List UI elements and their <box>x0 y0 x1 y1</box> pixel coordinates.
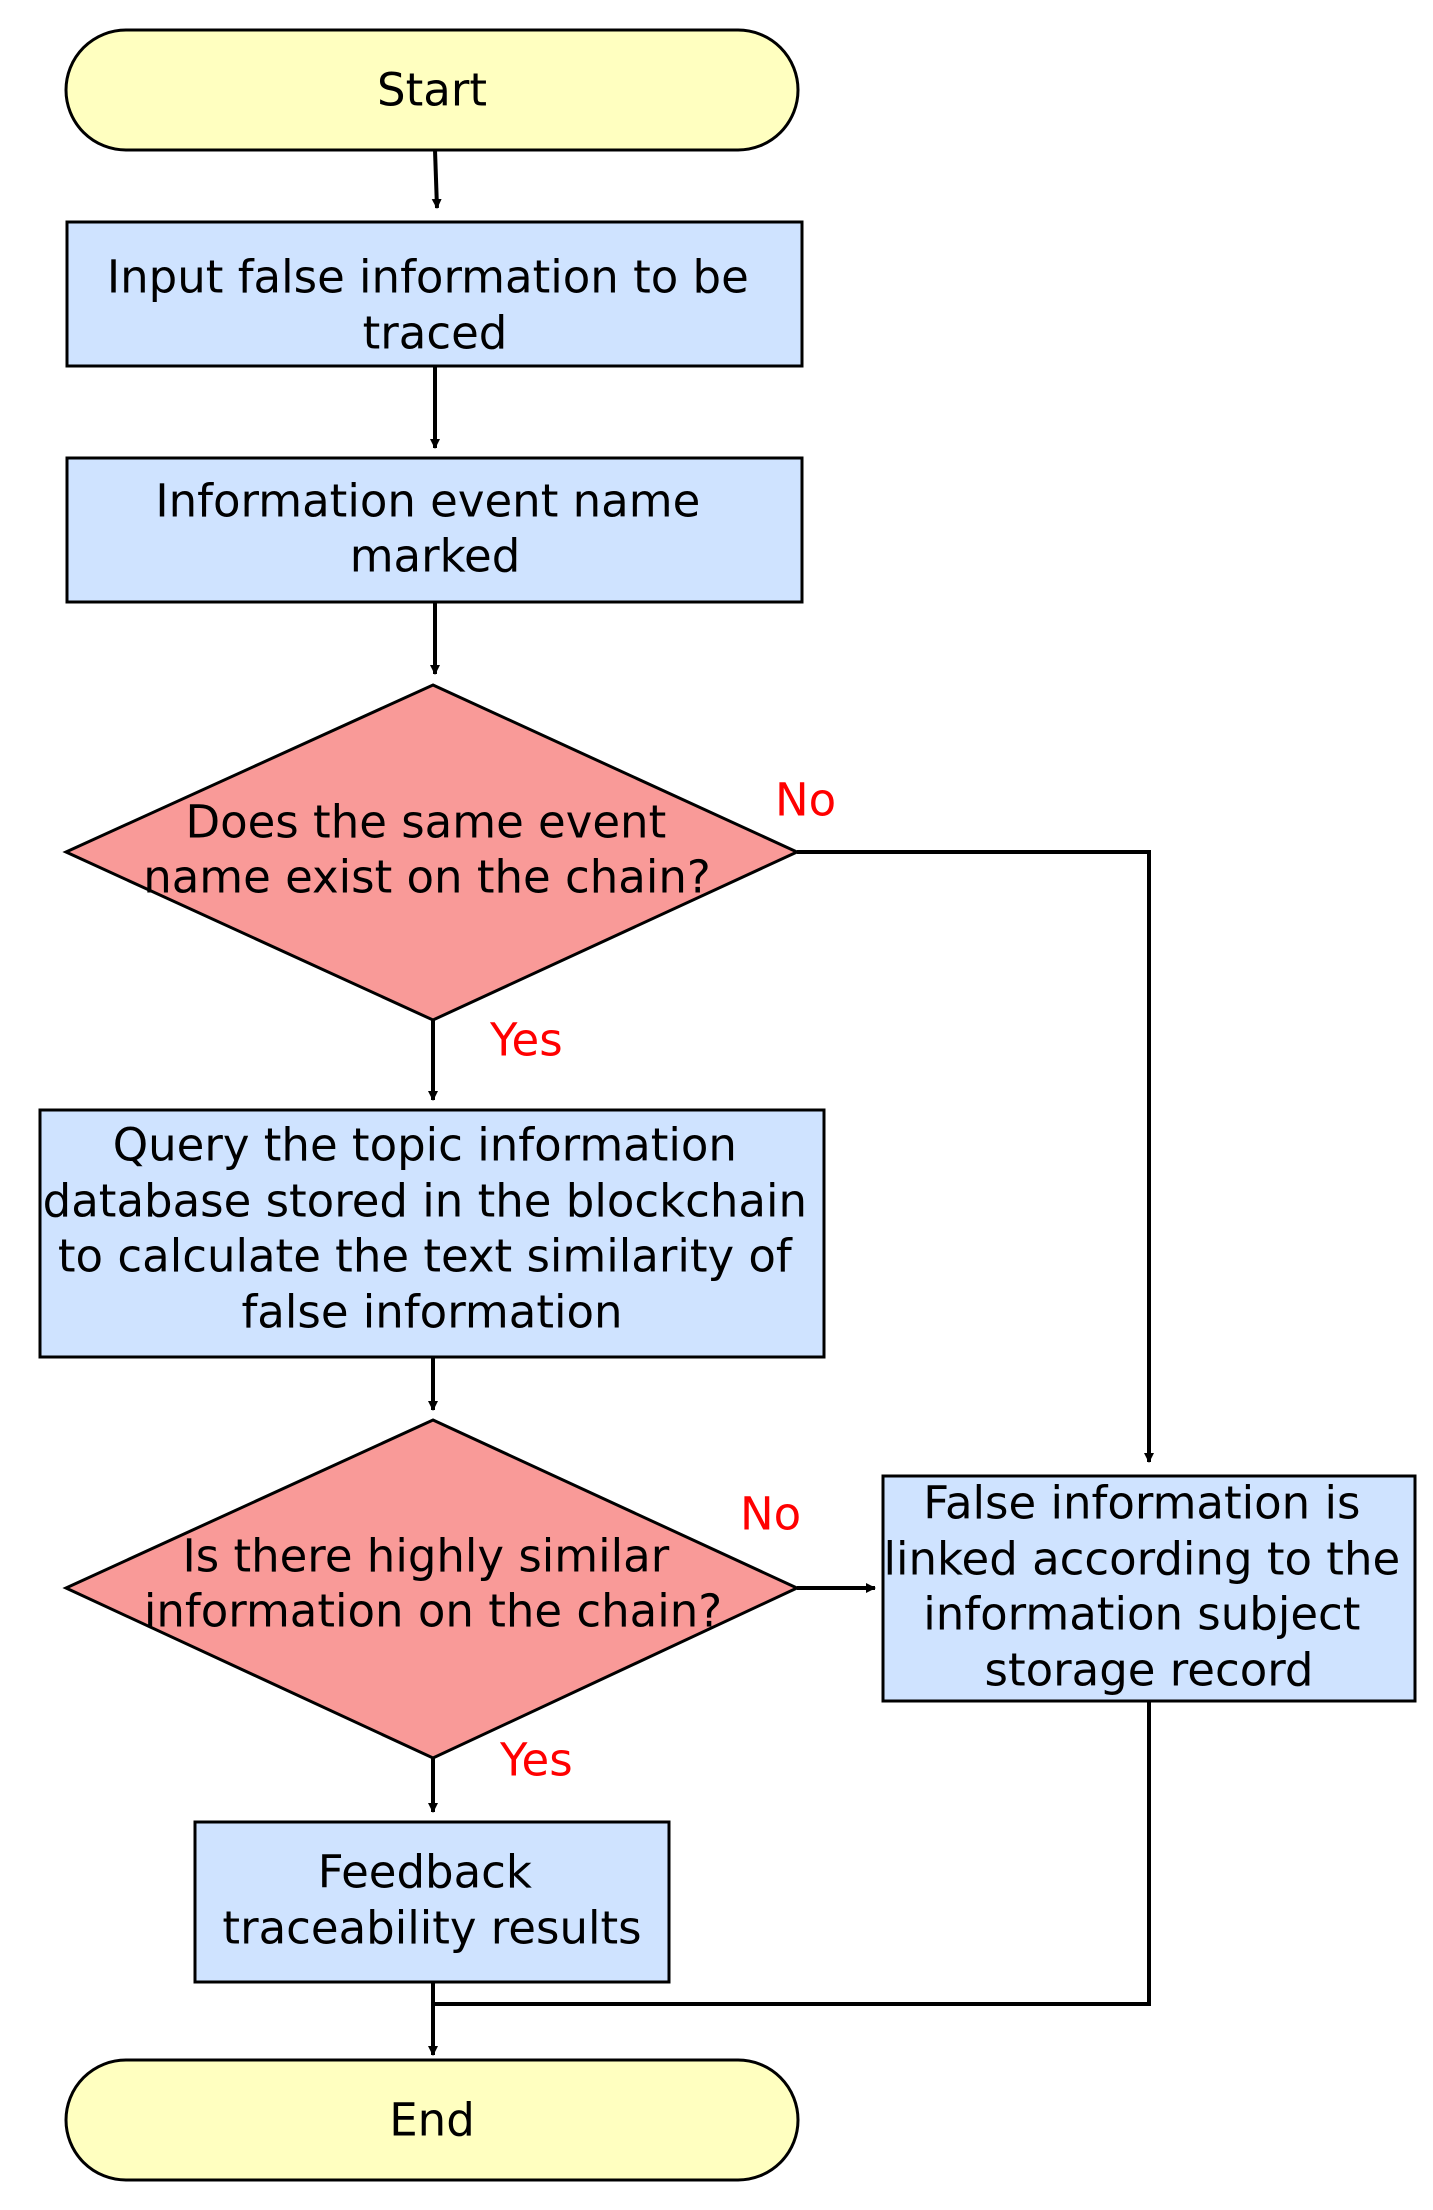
decision1-no-label: No <box>775 774 836 827</box>
connectors <box>428 149 1154 2056</box>
query-text-line-4: false information <box>241 1286 622 1339</box>
line-linked-to-merge <box>433 1700 1151 2006</box>
query-text-line-2: database stored in the blockchain <box>43 1175 807 1228</box>
decision-same-event-name: Does the same event name exist on the ch… <box>62 683 801 1022</box>
decision1-yes-label: Yes <box>489 1014 563 1067</box>
feedback-text-line-1: Feedback <box>318 1846 532 1899</box>
feedback-text-line-2: traceability results <box>222 1902 641 1955</box>
svg-text:Input false information to be: Input false information to be traced <box>107 235 763 360</box>
arrow-decision1-no-to-linked <box>797 850 1154 1463</box>
linked-text-line-3: information subject <box>923 1588 1360 1641</box>
svg-text:Is there highly similar: Is there highly similar information on t… <box>144 1514 722 1638</box>
input-process: Input false information to be traced <box>65 220 804 368</box>
query-text-line-1: Query the topic information <box>113 1119 737 1172</box>
feedback-process: Feedback traceability results <box>193 1820 671 1984</box>
linked-text-line-2: linked according to the <box>884 1533 1401 1586</box>
linked-text-line-1: False information is <box>923 1477 1360 1530</box>
svg-text:Query the topic information: Query the topic information database sto… <box>43 1103 822 1339</box>
decision2-no-label: No <box>740 1488 801 1541</box>
svg-text:Information event name m: Information event name marked <box>155 459 714 583</box>
input-text-line-2: traced <box>363 307 508 360</box>
arrow-start-to-input <box>431 149 442 209</box>
mark-text-line-1: Information event name <box>155 475 700 528</box>
linked-text-line-4: storage record <box>985 1644 1314 1697</box>
decision-highly-similar: Is there highly similar information on t… <box>62 1418 801 1760</box>
linked-process: False information is linked according to… <box>881 1461 1417 1703</box>
decision1-text-line-2: name exist on the chain? <box>143 851 711 904</box>
decision2-text-line-2: information on the chain? <box>144 1585 722 1638</box>
end-terminal: End <box>64 2058 800 2182</box>
svg-text:Does the same event name: Does the same event name exist on the ch… <box>143 780 711 904</box>
svg-text:Feedback traceability re: Feedback traceability results <box>222 1830 641 1955</box>
query-text-line-3: to calculate the text similarity of <box>58 1230 793 1283</box>
end-label: End <box>389 2094 475 2147</box>
input-text-line-1: Input false information to be <box>107 251 749 304</box>
decision1-text-line-1: Does the same event <box>185 796 666 849</box>
mark-process: Information event name marked <box>65 456 804 604</box>
mark-text-line-2: marked <box>350 530 521 583</box>
decision2-text-line-1: Is there highly similar <box>182 1530 669 1583</box>
decision2-yes-label: Yes <box>499 1734 573 1787</box>
start-terminal: Start <box>64 28 800 152</box>
start-label: Start <box>377 64 487 117</box>
svg-text:False information is lin: False information is linked according to… <box>884 1461 1415 1697</box>
query-process: Query the topic information database sto… <box>38 1103 826 1359</box>
